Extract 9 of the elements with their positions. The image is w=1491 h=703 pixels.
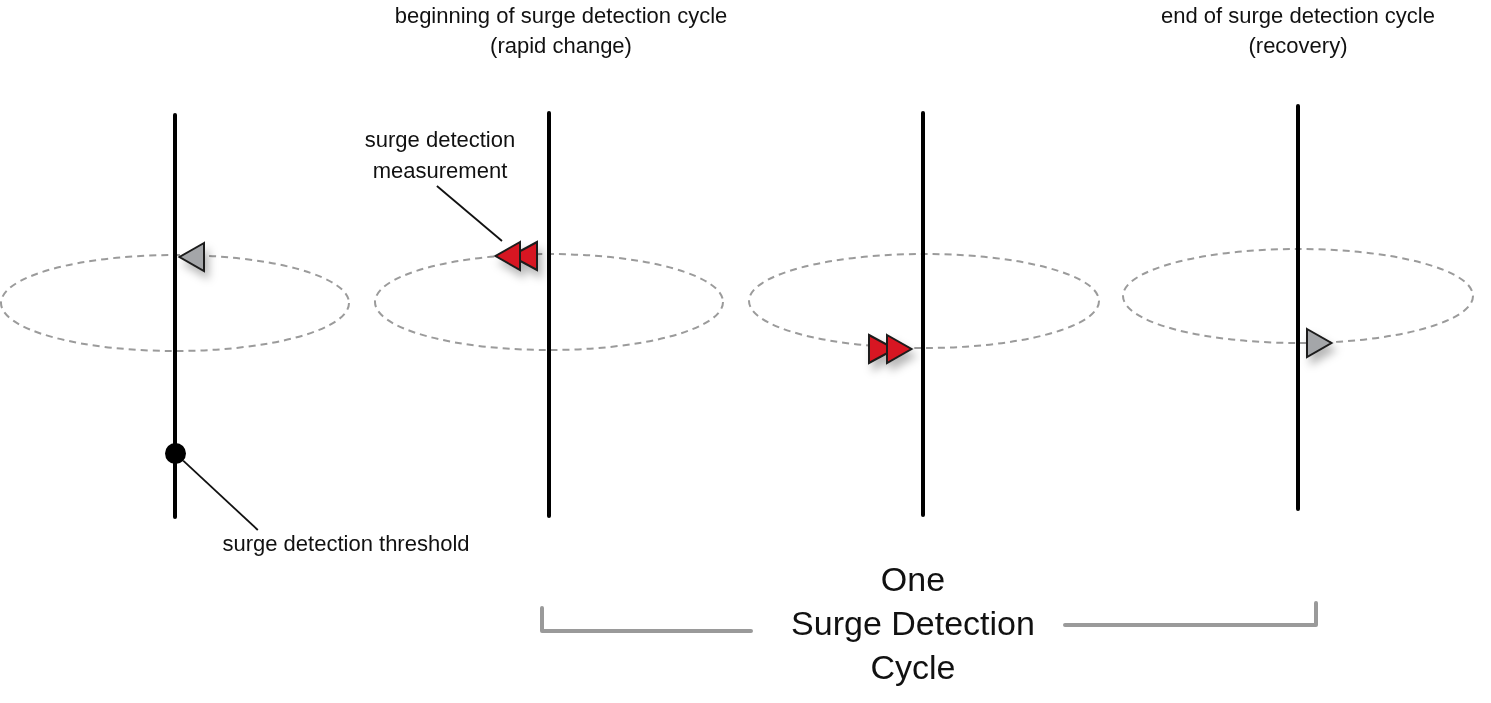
- leader-line: [182, 459, 259, 531]
- callout-text: surge detection measurement: [362, 124, 518, 186]
- callout-text: surge detection threshold: [220, 530, 472, 558]
- stage-caption: beginning of surge detection cycle (rapid change): [393, 2, 729, 60]
- stage-caption: end of surge detection cycle (recovery): [1160, 2, 1436, 60]
- double-triangle-icon: [493, 241, 538, 271]
- bracket-label: One Surge Detection Cycle: [790, 559, 1036, 688]
- leader-line: [436, 185, 503, 242]
- dot-icon: [165, 443, 186, 464]
